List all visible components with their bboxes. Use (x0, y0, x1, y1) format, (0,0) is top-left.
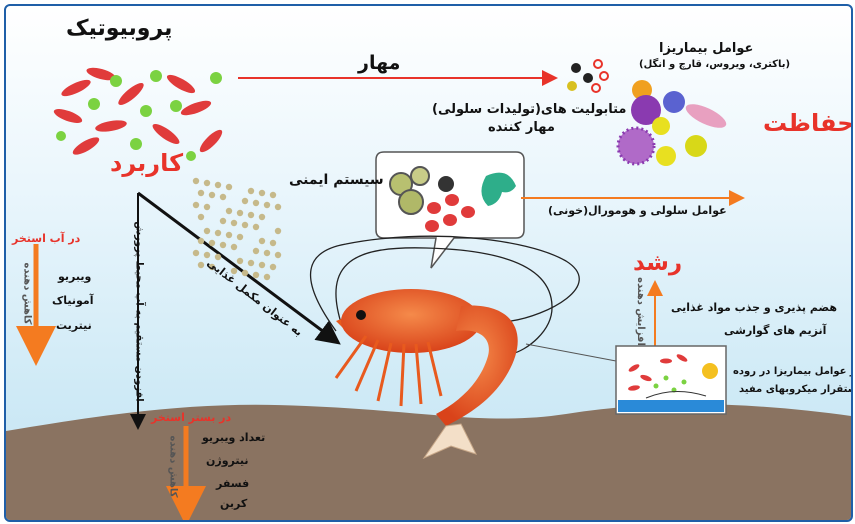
feed-pellet (215, 230, 221, 236)
pond-bed-item-1: تعداد ویبریو (202, 431, 265, 444)
feed-pellet (248, 260, 254, 266)
feed-pellet (242, 270, 248, 276)
feed-pellet (220, 242, 226, 248)
growth-increase-label: افزایش دهنده (635, 277, 646, 346)
gut-line2: استقرار میکروبهای مفید (739, 384, 853, 395)
feed-pellet (248, 188, 254, 194)
protection-title: حفاظت (763, 109, 853, 137)
feed-pellet (253, 200, 259, 206)
application-title: کاربرد (110, 149, 183, 177)
pond-water-item-3: نیتریت (56, 319, 92, 332)
supplement-arrow (138, 193, 336, 341)
growth-title: رشد (633, 250, 682, 276)
pond-water-item-1: ویبریو (58, 270, 91, 283)
pond-bed-item-4: کربن (220, 497, 247, 510)
pond-bed-title: در بستر استخر (151, 411, 231, 424)
feed-pellet (275, 252, 281, 258)
feed-pellet (242, 198, 248, 204)
pond-bed-item-2: نیتروژن (206, 454, 249, 467)
gut-line1: مهار عوامل بیماریزا در روده (733, 366, 853, 377)
pond-water-reducer: کاهش دهنده (21, 263, 32, 325)
feed-pellet (231, 244, 237, 250)
feed-pellet (231, 220, 237, 226)
probiotic-bacteria-cluster (52, 65, 225, 161)
feed-pellet (264, 202, 270, 208)
feed-pellet (275, 204, 281, 210)
feed-pellet (198, 190, 204, 196)
pond-water-title: در آب استخر (12, 232, 80, 245)
feed-pellet (237, 210, 243, 216)
pond-bed-reducer: کاهش دهنده (167, 436, 178, 498)
inhibition-label: مهار (358, 52, 400, 74)
feed-pellet (209, 240, 215, 246)
feed-pellet (270, 240, 276, 246)
metabolite-dots (567, 60, 608, 92)
feed-pellet (215, 182, 221, 188)
feed-pellet (253, 272, 259, 278)
pond-bed-item-3: فسفر (216, 477, 249, 490)
feed-pellet (264, 274, 270, 280)
feed-pellet (270, 192, 276, 198)
feed-pellet (248, 212, 254, 218)
feed-pellet (198, 262, 204, 268)
pathogen-cluster (618, 80, 729, 166)
feed-pellet (204, 204, 210, 210)
feed-pellet (198, 238, 204, 244)
feed-pellet (204, 252, 210, 258)
feed-pellet (259, 214, 265, 220)
feed-pellet (237, 234, 243, 240)
diagram-frame: پروبیوتیک کاربرد مهار عوامل بیماریزا (با… (4, 4, 853, 522)
metabolites-line1: متابولیت های(تولیدات سلولی) (432, 102, 627, 117)
immune-system-label: سیستم ایمنی (289, 172, 384, 188)
feed-pellet (259, 238, 265, 244)
digestion-line2: آنزیم های گوارشی (724, 324, 826, 337)
feed-pellet (264, 250, 270, 256)
gut-pointer (526, 344, 616, 361)
feed-pellet (204, 228, 210, 234)
feed-pellet (259, 262, 265, 268)
feed-pellet (253, 224, 259, 230)
feed-pellet (226, 208, 232, 214)
pathogens-title: عوامل بیماریزا (659, 41, 753, 56)
feed-pellet (275, 228, 281, 234)
direct-to-environment-label: افزودن مستقیم به آب محیط پرورش (134, 221, 145, 401)
feed-pellet (220, 194, 226, 200)
pathogens-subtitle: (باکتری، ویروس، قارچ و انگل) (639, 59, 790, 70)
feed-pellet (226, 232, 232, 238)
feed-pellet (226, 184, 232, 190)
feed-pellet (237, 258, 243, 264)
feed-pellet (209, 192, 215, 198)
gut-panel (616, 346, 726, 414)
immune-bubble (376, 152, 524, 268)
probiotic-title: پروبیوتیک (66, 16, 172, 41)
digestion-line1: هضم پذیری و جذب مواد غذایی (671, 301, 837, 314)
cellular-humoral-label: عوامل سلولی و هومورال(خونی) (548, 204, 727, 217)
feed-pellet (193, 250, 199, 256)
feed-pellet (193, 178, 199, 184)
feed-pellet (242, 222, 248, 228)
feed-pellet (193, 202, 199, 208)
pond-water-item-2: آمونیاک (52, 294, 94, 307)
feed-pellet (253, 248, 259, 254)
feed-pellet (220, 218, 226, 224)
feed-pellet (198, 214, 204, 220)
feed-pellet (204, 180, 210, 186)
feed-pellet (259, 190, 265, 196)
pond-bed (6, 404, 851, 520)
feed-pellet (270, 264, 276, 270)
metabolites-line2: مهار کننده (488, 120, 555, 135)
